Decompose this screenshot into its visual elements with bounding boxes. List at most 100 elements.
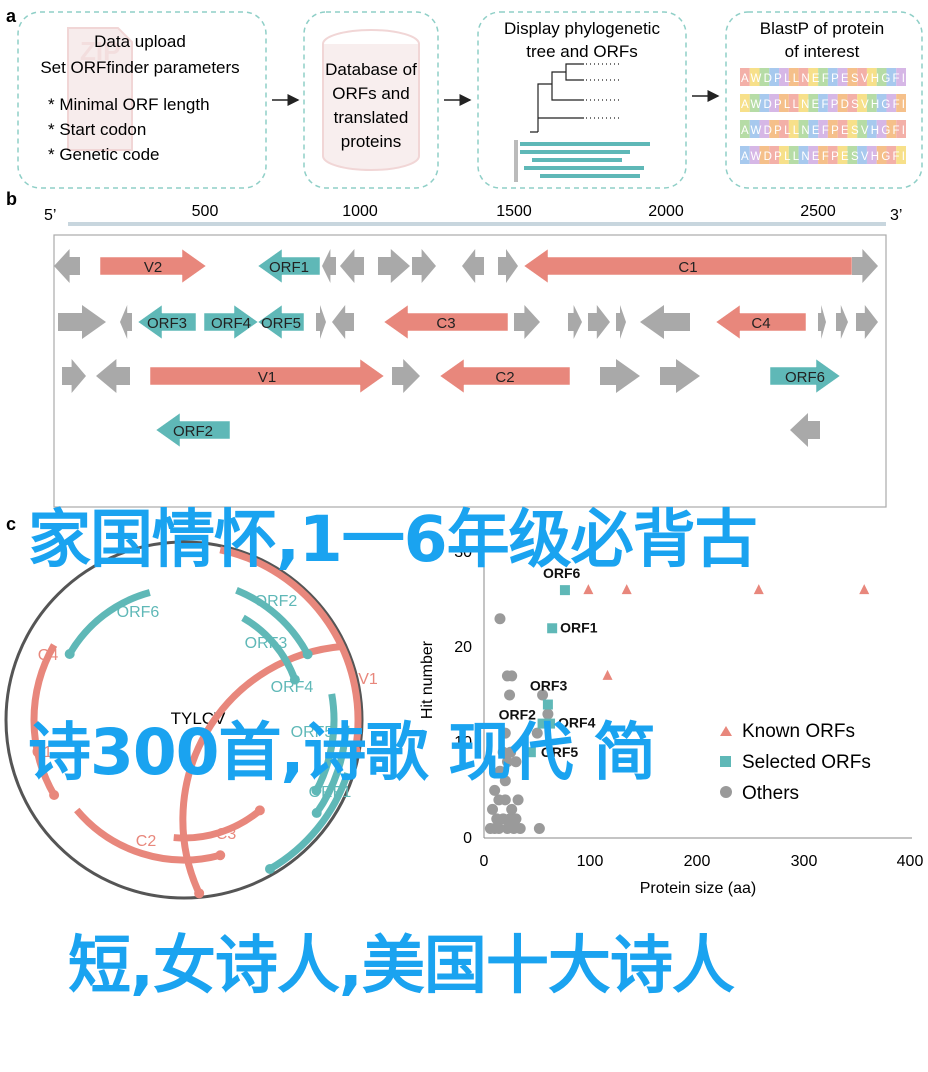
legend-marker-others — [720, 786, 732, 798]
residue-cell — [808, 94, 819, 112]
residue-cell — [798, 94, 809, 112]
watermark-overlay-text: 家国情怀,1一6年级必背古 诗300首,诗歌 现代 简 短,女诗人,美国十大诗人 — [28, 362, 908, 1072]
orf-arrow — [568, 305, 582, 339]
point-label: ORF1 — [560, 619, 598, 635]
orf-arrow — [514, 305, 540, 339]
alignment-sequence: AWDPLLNEFPESVHGFI — [741, 125, 905, 137]
orf-label-orf5: ORF5 — [261, 315, 301, 332]
orf-label-orf4: ORF4 — [211, 315, 251, 332]
genome-5prime-label: 5’ — [44, 207, 56, 224]
arc-c3-head — [254, 805, 265, 816]
circ-label-orf2: ORF2 — [255, 593, 298, 610]
point-label: ORF2 — [499, 707, 537, 723]
box-database-line: ORFs and — [332, 84, 409, 103]
residue-cell — [886, 68, 897, 86]
orf-label-c4: C4 — [751, 315, 770, 332]
residue-cell — [827, 68, 838, 86]
residue-cell — [808, 146, 819, 164]
orf-track-thumbnail — [514, 140, 650, 182]
orf-arrow-orf1 — [257, 248, 321, 284]
orf-arrow — [62, 359, 86, 393]
point-selected-orf — [559, 585, 570, 596]
orf-arrow — [96, 359, 130, 393]
residue-cell — [866, 68, 877, 86]
point-other — [499, 727, 511, 739]
residue-cell — [740, 68, 750, 86]
arc-v1-head — [350, 745, 361, 756]
arc-orf4-head — [311, 785, 322, 796]
arc-orf3-head — [289, 674, 300, 685]
panel-c-label: c — [6, 514, 16, 534]
circ-label-c1: C1 — [32, 744, 53, 761]
residue-cell — [847, 94, 858, 112]
residue-cell — [847, 146, 858, 164]
residue-cell — [788, 120, 799, 138]
residue-cell — [886, 120, 897, 138]
orf-arrow — [332, 305, 354, 339]
residue-cell — [788, 146, 799, 164]
arc-orf6-head — [64, 649, 75, 659]
orf-arrow — [836, 305, 848, 339]
circ-label-orf4: ORF4 — [271, 679, 314, 696]
orf-label-c2: C2 — [495, 369, 514, 386]
legend-label-others: Others — [742, 783, 799, 804]
point-other — [512, 794, 524, 806]
orf-arrow — [660, 359, 700, 393]
point-other — [510, 756, 522, 768]
orf-arrow — [856, 305, 878, 339]
panel-a-box-database: Database of ORFs and translated proteins — [303, 11, 439, 189]
legend-label-selected: Selected ORFs — [742, 752, 871, 773]
residue-cell — [866, 120, 877, 138]
box-database-line: Database of — [325, 60, 417, 79]
residue-cell — [818, 68, 828, 86]
x-axis-label: Protein size (aa) — [640, 880, 757, 897]
arc-c2 — [74, 807, 222, 864]
arc-c1 — [179, 642, 343, 895]
residue-cell — [769, 68, 780, 86]
point-other — [505, 746, 517, 758]
box-tree-line: Display phylogenetic — [504, 19, 660, 38]
arc-c4-head — [49, 790, 60, 800]
orf-arrow-orf6 — [769, 358, 841, 394]
point-known-orf — [753, 584, 764, 595]
panel-a-box-tree: Display phylogenetic tree and ORFs — [477, 11, 687, 189]
residue-cell — [876, 120, 887, 138]
orf-arrow — [818, 305, 826, 339]
x-tick-label: 200 — [684, 853, 711, 870]
orf-arrow — [498, 249, 518, 283]
residue-cell — [798, 146, 809, 164]
box-tree-line: tree and ORFs — [526, 42, 638, 61]
arc-orf5 — [313, 725, 350, 815]
orf-arrow — [54, 249, 80, 283]
database-icon — [322, 29, 420, 171]
residue-cell — [808, 120, 819, 138]
residue-cell — [827, 120, 838, 138]
orf-label-orf6: ORF6 — [785, 369, 825, 386]
arc-c3 — [173, 807, 263, 842]
x-tick-label: 400 — [897, 853, 924, 870]
residue-cell — [847, 120, 858, 138]
orf-label-v2: V2 — [144, 259, 162, 276]
alignment-sequence: AWDPLLNEFPESVHGFI — [741, 73, 905, 85]
axis-tick-label: 1000 — [342, 203, 378, 220]
orf-arrow-c3 — [383, 304, 509, 340]
x-tick-label: 0 — [480, 853, 489, 870]
circ-label-orf3: ORF3 — [245, 635, 288, 652]
y-tick-label: 30 — [454, 544, 472, 561]
point-other — [531, 727, 543, 739]
arc-orf2-head — [302, 649, 313, 660]
x-tick-label: 100 — [577, 853, 604, 870]
panel-a-box-upload: ZIP Data upload Set ORFfinder parameters… — [17, 11, 267, 189]
point-selected-orf — [525, 747, 536, 758]
point-other — [506, 803, 518, 815]
orf-arrow-orf5 — [257, 304, 305, 340]
genome-scale-bar — [68, 222, 886, 226]
arc-c4 — [30, 643, 58, 797]
residue-cell — [818, 94, 828, 112]
residue-cell — [837, 146, 848, 164]
box-upload-item: * Start codon — [48, 120, 146, 139]
orf-arrow — [588, 305, 610, 339]
point-other — [494, 613, 506, 625]
residue-cell — [886, 94, 897, 112]
